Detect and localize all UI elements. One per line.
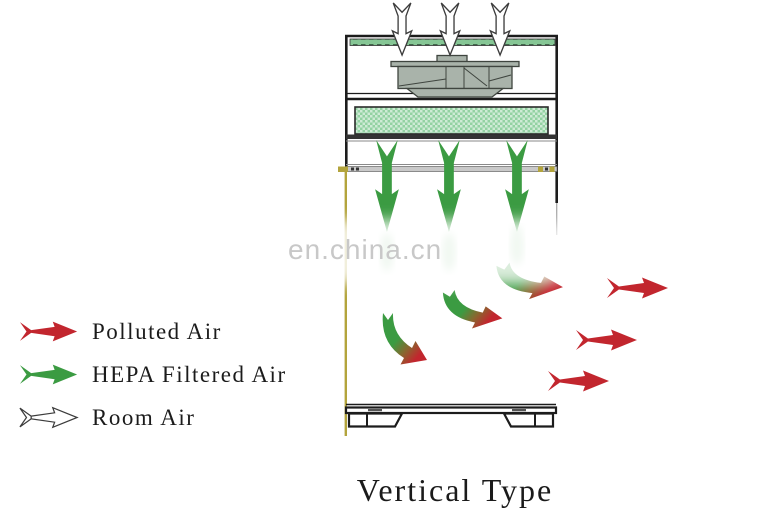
room-air-arrow-icon bbox=[19, 407, 78, 428]
polluted-air-arrow-icon bbox=[576, 329, 637, 351]
room-air-arrow-icon bbox=[439, 2, 461, 56]
hepa-filtered-air-arrow-icon bbox=[19, 364, 78, 385]
fan-blower bbox=[390, 54, 520, 98]
hepa-down-arrow-icon bbox=[505, 140, 529, 232]
polluted-air-arrow-icon bbox=[548, 370, 609, 392]
hepa-down-arrow-icon bbox=[375, 140, 399, 232]
legend-item-room-air: Room Air bbox=[19, 404, 287, 431]
legend-item-polluted-air: Polluted Air bbox=[19, 318, 287, 345]
room-air-arrow-icon bbox=[391, 2, 413, 56]
hepa-filter bbox=[354, 106, 549, 135]
polluted-air-arrow-icon bbox=[19, 321, 78, 342]
legend-label: Room Air bbox=[92, 405, 196, 430]
watermark-text: en.china.cn bbox=[288, 234, 443, 265]
exhaust-curved-arrow-icon bbox=[382, 313, 427, 365]
polluted-air-arrows bbox=[548, 277, 668, 392]
filter-divider bbox=[346, 134, 557, 142]
hepa-down-arrow-icon bbox=[437, 140, 461, 232]
diagram-caption: Vertical Type bbox=[356, 472, 554, 508]
exhaust-curved-arrow-icon bbox=[442, 281, 504, 333]
room-air-arrow-icon bbox=[489, 2, 511, 56]
airflow-legend: Polluted Air HEPA Filtered Air Room Air bbox=[19, 318, 287, 447]
watermark-halo bbox=[268, 220, 573, 284]
work-table bbox=[344, 403, 558, 428]
legend-label: Polluted Air bbox=[92, 319, 222, 344]
legend-label: HEPA Filtered Air bbox=[92, 362, 287, 387]
polluted-air-arrow-icon bbox=[607, 277, 668, 299]
room-air-arrows bbox=[391, 2, 511, 56]
legend-item-hepa-filtered-air: HEPA Filtered Air bbox=[19, 361, 287, 388]
